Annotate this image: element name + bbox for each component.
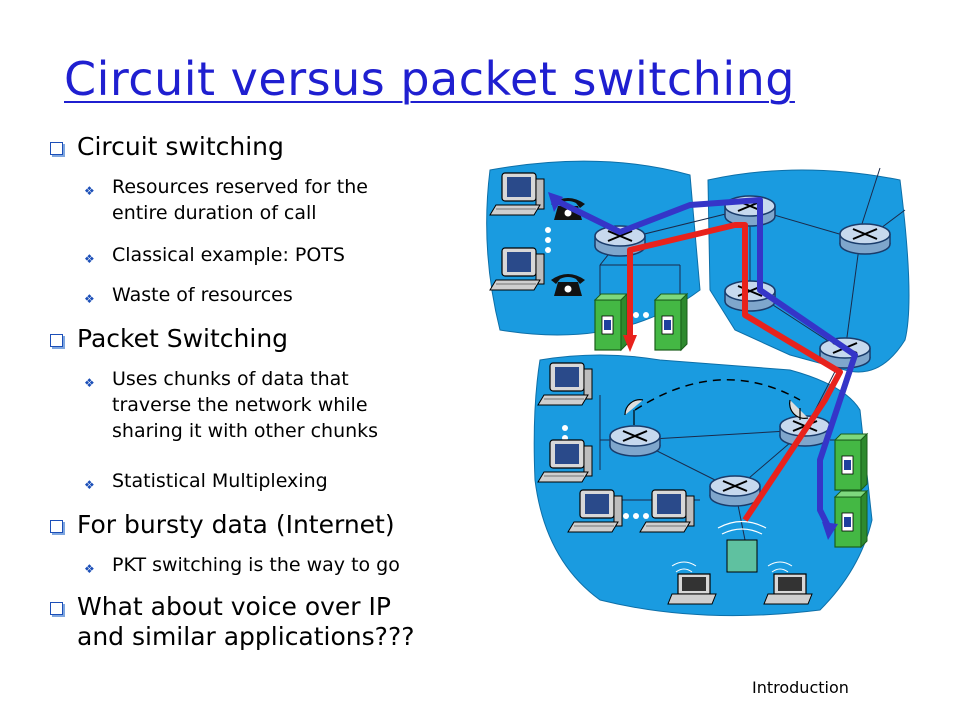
sub-bullet-line: Resources reserved for the (112, 176, 368, 198)
sub-bullet-line: entire duration of call (112, 202, 317, 224)
packet-switched-path (553, 197, 858, 532)
sub-bullet-chunks: ❖ Uses chunks of data that traverse the … (84, 366, 378, 444)
server-icon (654, 293, 688, 351)
diamond-bullet-icon: ❖ (84, 292, 95, 306)
bullet-circuit-switching: Circuit switching (48, 132, 284, 162)
access-point-icon (717, 520, 767, 573)
sub-bullet-multiplexing: ❖ Statistical Multiplexing (84, 468, 328, 498)
sub-bullet-line: sharing it with other chunks (112, 420, 379, 442)
bullet-text: Packet Switching (77, 324, 289, 353)
diamond-bullet-icon: ❖ (84, 252, 95, 266)
sub-bullet-line: Statistical Multiplexing (112, 470, 328, 492)
arrowhead-icon (548, 192, 563, 212)
server-icon (834, 433, 868, 491)
bullet-text: Circuit switching (77, 132, 284, 161)
bullet-text: For bursty data (Internet) (77, 510, 395, 539)
bullet-line: What about voice over IP (77, 592, 391, 621)
wireless-waves (671, 561, 793, 573)
sub-bullet-line: Classical example: POTS (112, 244, 345, 266)
circuit-switched-path (627, 222, 843, 522)
checkbox-bullet-icon (50, 334, 63, 347)
sub-bullet-line: traverse the network while (112, 394, 368, 416)
bullet-bursty-data: For bursty data (Internet) (48, 510, 395, 540)
bullet-voice-over-ip: What about voice over IP and similar app… (48, 592, 414, 652)
server-icon (594, 293, 628, 351)
server-icon (834, 490, 868, 548)
router-icon (839, 223, 891, 255)
router-icon (609, 425, 661, 457)
sub-bullet-pots: ❖ Classical example: POTS (84, 242, 345, 272)
sub-bullet-pkt-switching: ❖ PKT switching is the way to go (84, 552, 400, 582)
checkbox-bullet-icon (50, 142, 63, 155)
bullet-line: and similar applications??? (77, 622, 415, 651)
ellipsis-dots (545, 227, 649, 519)
arrowhead-icon (822, 522, 838, 540)
satellite-dish-icon (624, 399, 644, 425)
arrowhead-icon (623, 335, 637, 352)
sub-bullet-line: PKT switching is the way to go (112, 554, 400, 576)
router-icon (709, 475, 761, 507)
bullet-packet-switching: Packet Switching (48, 324, 288, 354)
diamond-bullet-icon: ❖ (84, 376, 95, 390)
sub-bullet-waste: ❖ Waste of resources (84, 282, 293, 312)
satellite-dish-icon (789, 399, 809, 420)
diamond-bullet-icon: ❖ (84, 184, 95, 198)
diamond-bullet-icon: ❖ (84, 478, 95, 492)
sub-bullet-line: Waste of resources (112, 284, 293, 306)
diamond-bullet-icon: ❖ (84, 562, 95, 576)
sub-bullet-line: Uses chunks of data that (112, 368, 349, 390)
checkbox-bullet-icon (50, 520, 63, 533)
footer-label: Introduction (752, 678, 849, 697)
checkbox-bullet-icon (50, 602, 63, 615)
sub-bullet-resources: ❖ Resources reserved for the entire dura… (84, 174, 368, 226)
slide-title: Circuit versus packet switching (64, 52, 795, 106)
